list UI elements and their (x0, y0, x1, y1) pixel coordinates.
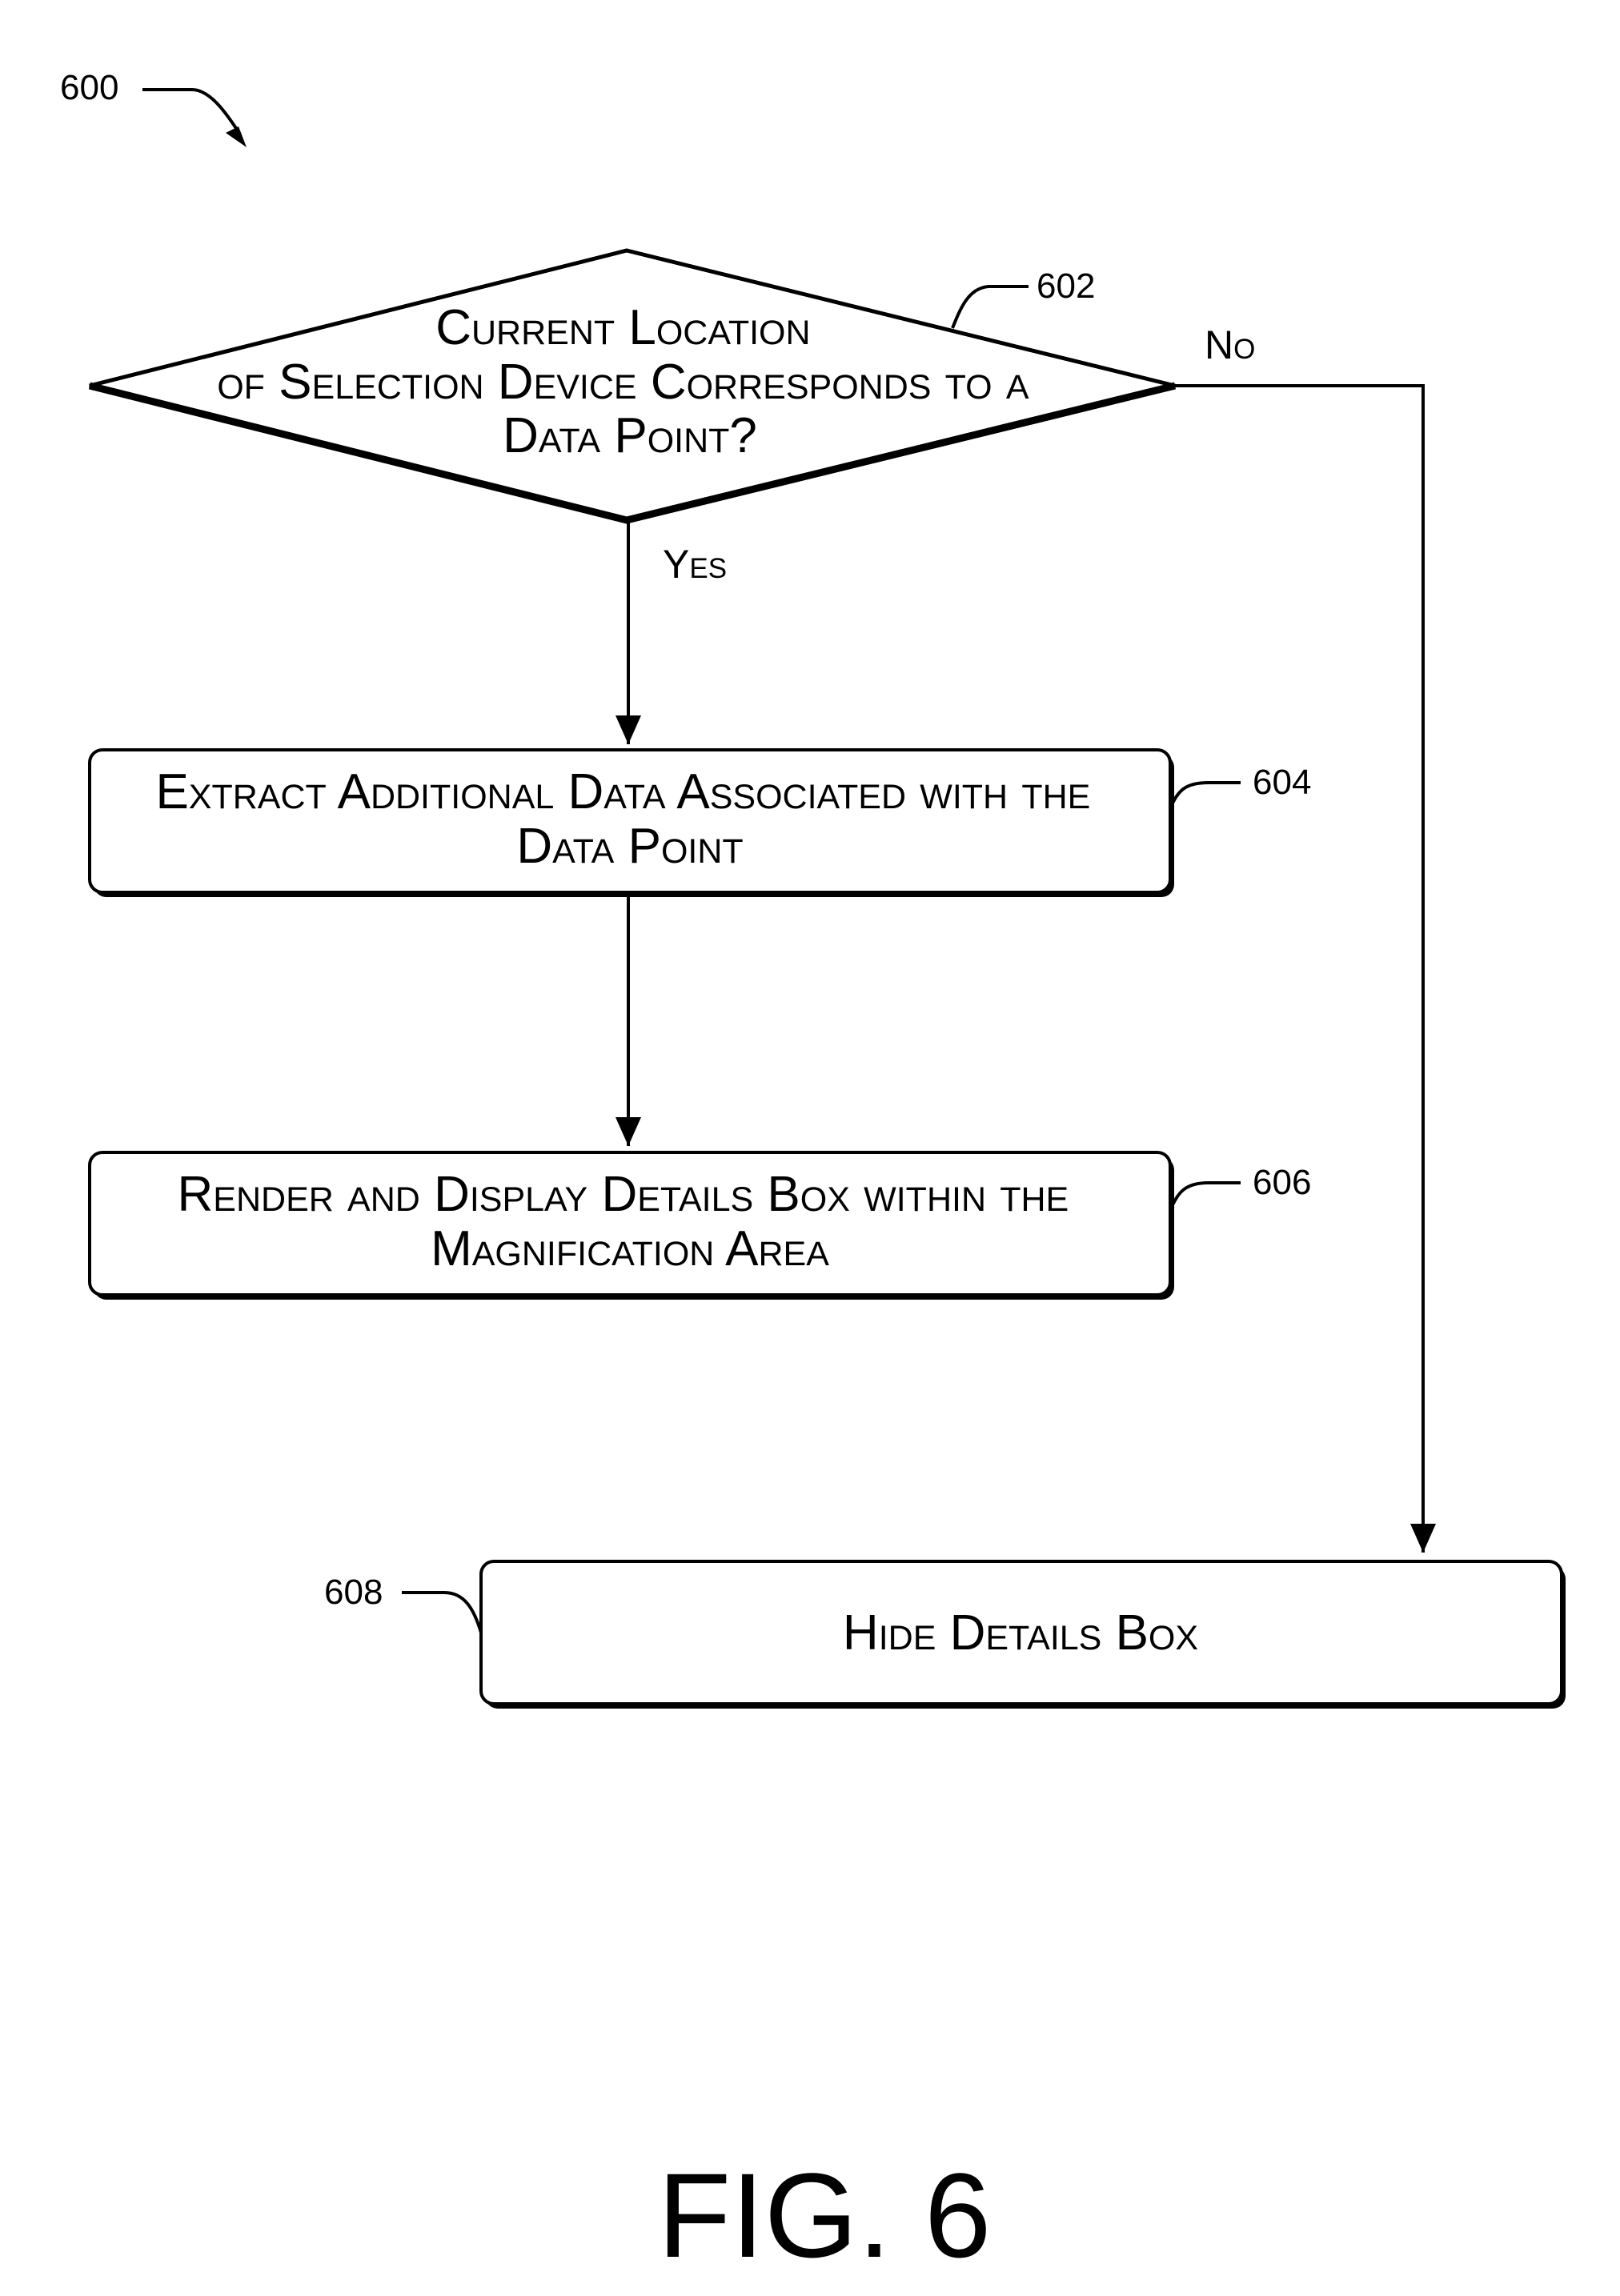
ref-602-leader (952, 286, 1029, 328)
decision-text-line-1: Current Location (435, 300, 810, 355)
ref-604-label: 604 (1253, 763, 1311, 802)
ref-602-label: 602 (1037, 266, 1095, 306)
hide-text-line-1: Hide Details Box (843, 1605, 1198, 1661)
decision-text-line-3: Data Point? (503, 408, 757, 463)
extract-text-line-1: Extract Additional Data Associated with … (155, 764, 1090, 819)
extract-text-line-2: Data Point (516, 819, 743, 874)
no-branch-connector (1175, 386, 1423, 1553)
figure-number-arrowhead (226, 126, 247, 147)
no-branch-label: No (1205, 323, 1255, 367)
render-text-line-1: Render and Display Details Box within th… (178, 1167, 1069, 1222)
ref-604-leader (1170, 783, 1241, 808)
ref-608-leader (402, 1593, 481, 1633)
decision-text-line-2: of Selection Device Corresponds to a (217, 355, 1029, 410)
figure-number-arrow (142, 90, 240, 134)
ref-606-label: 606 (1253, 1163, 1311, 1202)
render-text-line-2: Magnification Area (431, 1221, 829, 1276)
figure-number-label: 600 (60, 68, 118, 107)
yes-branch-label: Yes (663, 542, 727, 587)
ref-608-label: 608 (324, 1573, 383, 1612)
hide-text: Hide Details Box (843, 1605, 1198, 1661)
figure-caption: FIG. 6 (658, 2148, 992, 2282)
ref-606-leader (1170, 1183, 1241, 1210)
